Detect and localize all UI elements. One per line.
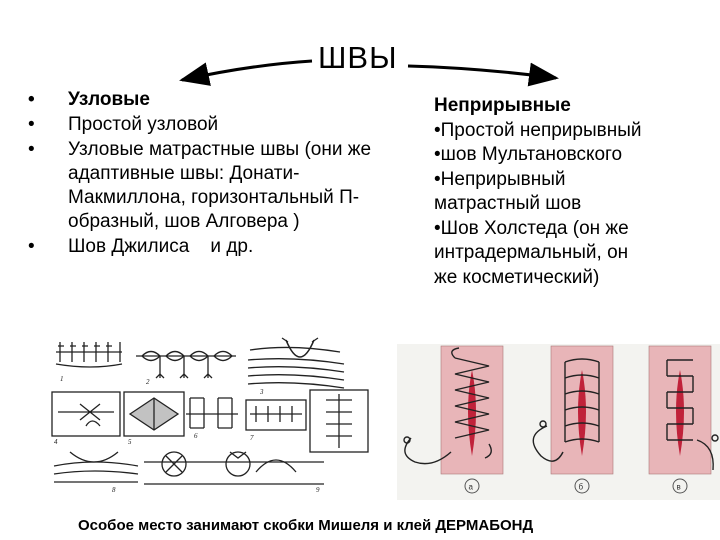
list-item-simple-interrupted: •Простой узловой (28, 114, 219, 135)
continuous-line: •Неприрывный (434, 168, 566, 190)
fig-label-2: 2 (146, 378, 150, 386)
figure-5-drawing (123, 391, 185, 437)
panel-label-a: а (469, 483, 474, 492)
figure-3-drawing (247, 337, 345, 389)
footer-note: Особое место занимают скобки Мишеля и кл… (78, 517, 534, 534)
figure-6-drawing (186, 397, 238, 429)
continuous-line: интрадермальный, он (434, 242, 629, 263)
panel-a: а (403, 345, 504, 494)
fig-label-9: 9 (316, 486, 320, 494)
continuous-sutures-illustration: а б в (397, 344, 720, 500)
figure-9-drawing (53, 451, 324, 485)
fig-label-5: 5 (128, 438, 132, 446)
panel-label-c: в (677, 483, 681, 492)
list-item-gillies: •Шов Джилиса и др. (28, 236, 254, 257)
figure-2-drawing (136, 350, 236, 379)
arrow-right (407, 62, 559, 87)
title-arrows (179, 59, 559, 87)
list-item-interrupted: •Узловые (28, 89, 150, 110)
panel-label-b: б (579, 483, 584, 492)
continuous-line: матрастный шов (434, 193, 582, 214)
continuous-heading: Неприрывные (434, 95, 571, 116)
interrupted-sutures-illustration: 1 2 3 4 5 6 7 8 9 (51, 337, 369, 494)
fig-label-1: 1 (60, 375, 64, 383)
interrupted-sutures-list: •Узловые •Простой узловой •Узловые матра… (28, 88, 388, 260)
fig-label-4: 4 (54, 438, 58, 446)
figure-8-drawing (309, 389, 369, 453)
continuous-sutures-block: Неприрывные •Простой неприрывный •шов Му… (434, 94, 719, 290)
continuous-line: •Шов Холстеда (он же (434, 217, 629, 239)
fig-label-8: 8 (112, 486, 116, 494)
figure-1-drawing (55, 342, 123, 368)
panel-c: в (648, 345, 719, 494)
fig-label-3: 3 (259, 388, 264, 396)
slide-title: ШВЫ (318, 40, 398, 75)
figure-4-drawing (51, 391, 121, 437)
continuous-line: же косметический) (434, 266, 600, 288)
fig-label-6: 6 (194, 432, 198, 440)
continuous-line: •Простой неприрывный (434, 119, 642, 141)
figure-7-drawing (245, 399, 307, 431)
continuous-line: •шов Мультановского (434, 144, 623, 165)
arrow-left (179, 59, 313, 86)
panel-b: б (532, 345, 614, 494)
list-item-mattress-sutures: •Узловые матрастные швы (они же адаптивн… (28, 139, 372, 232)
fig-label-7: 7 (250, 434, 254, 442)
